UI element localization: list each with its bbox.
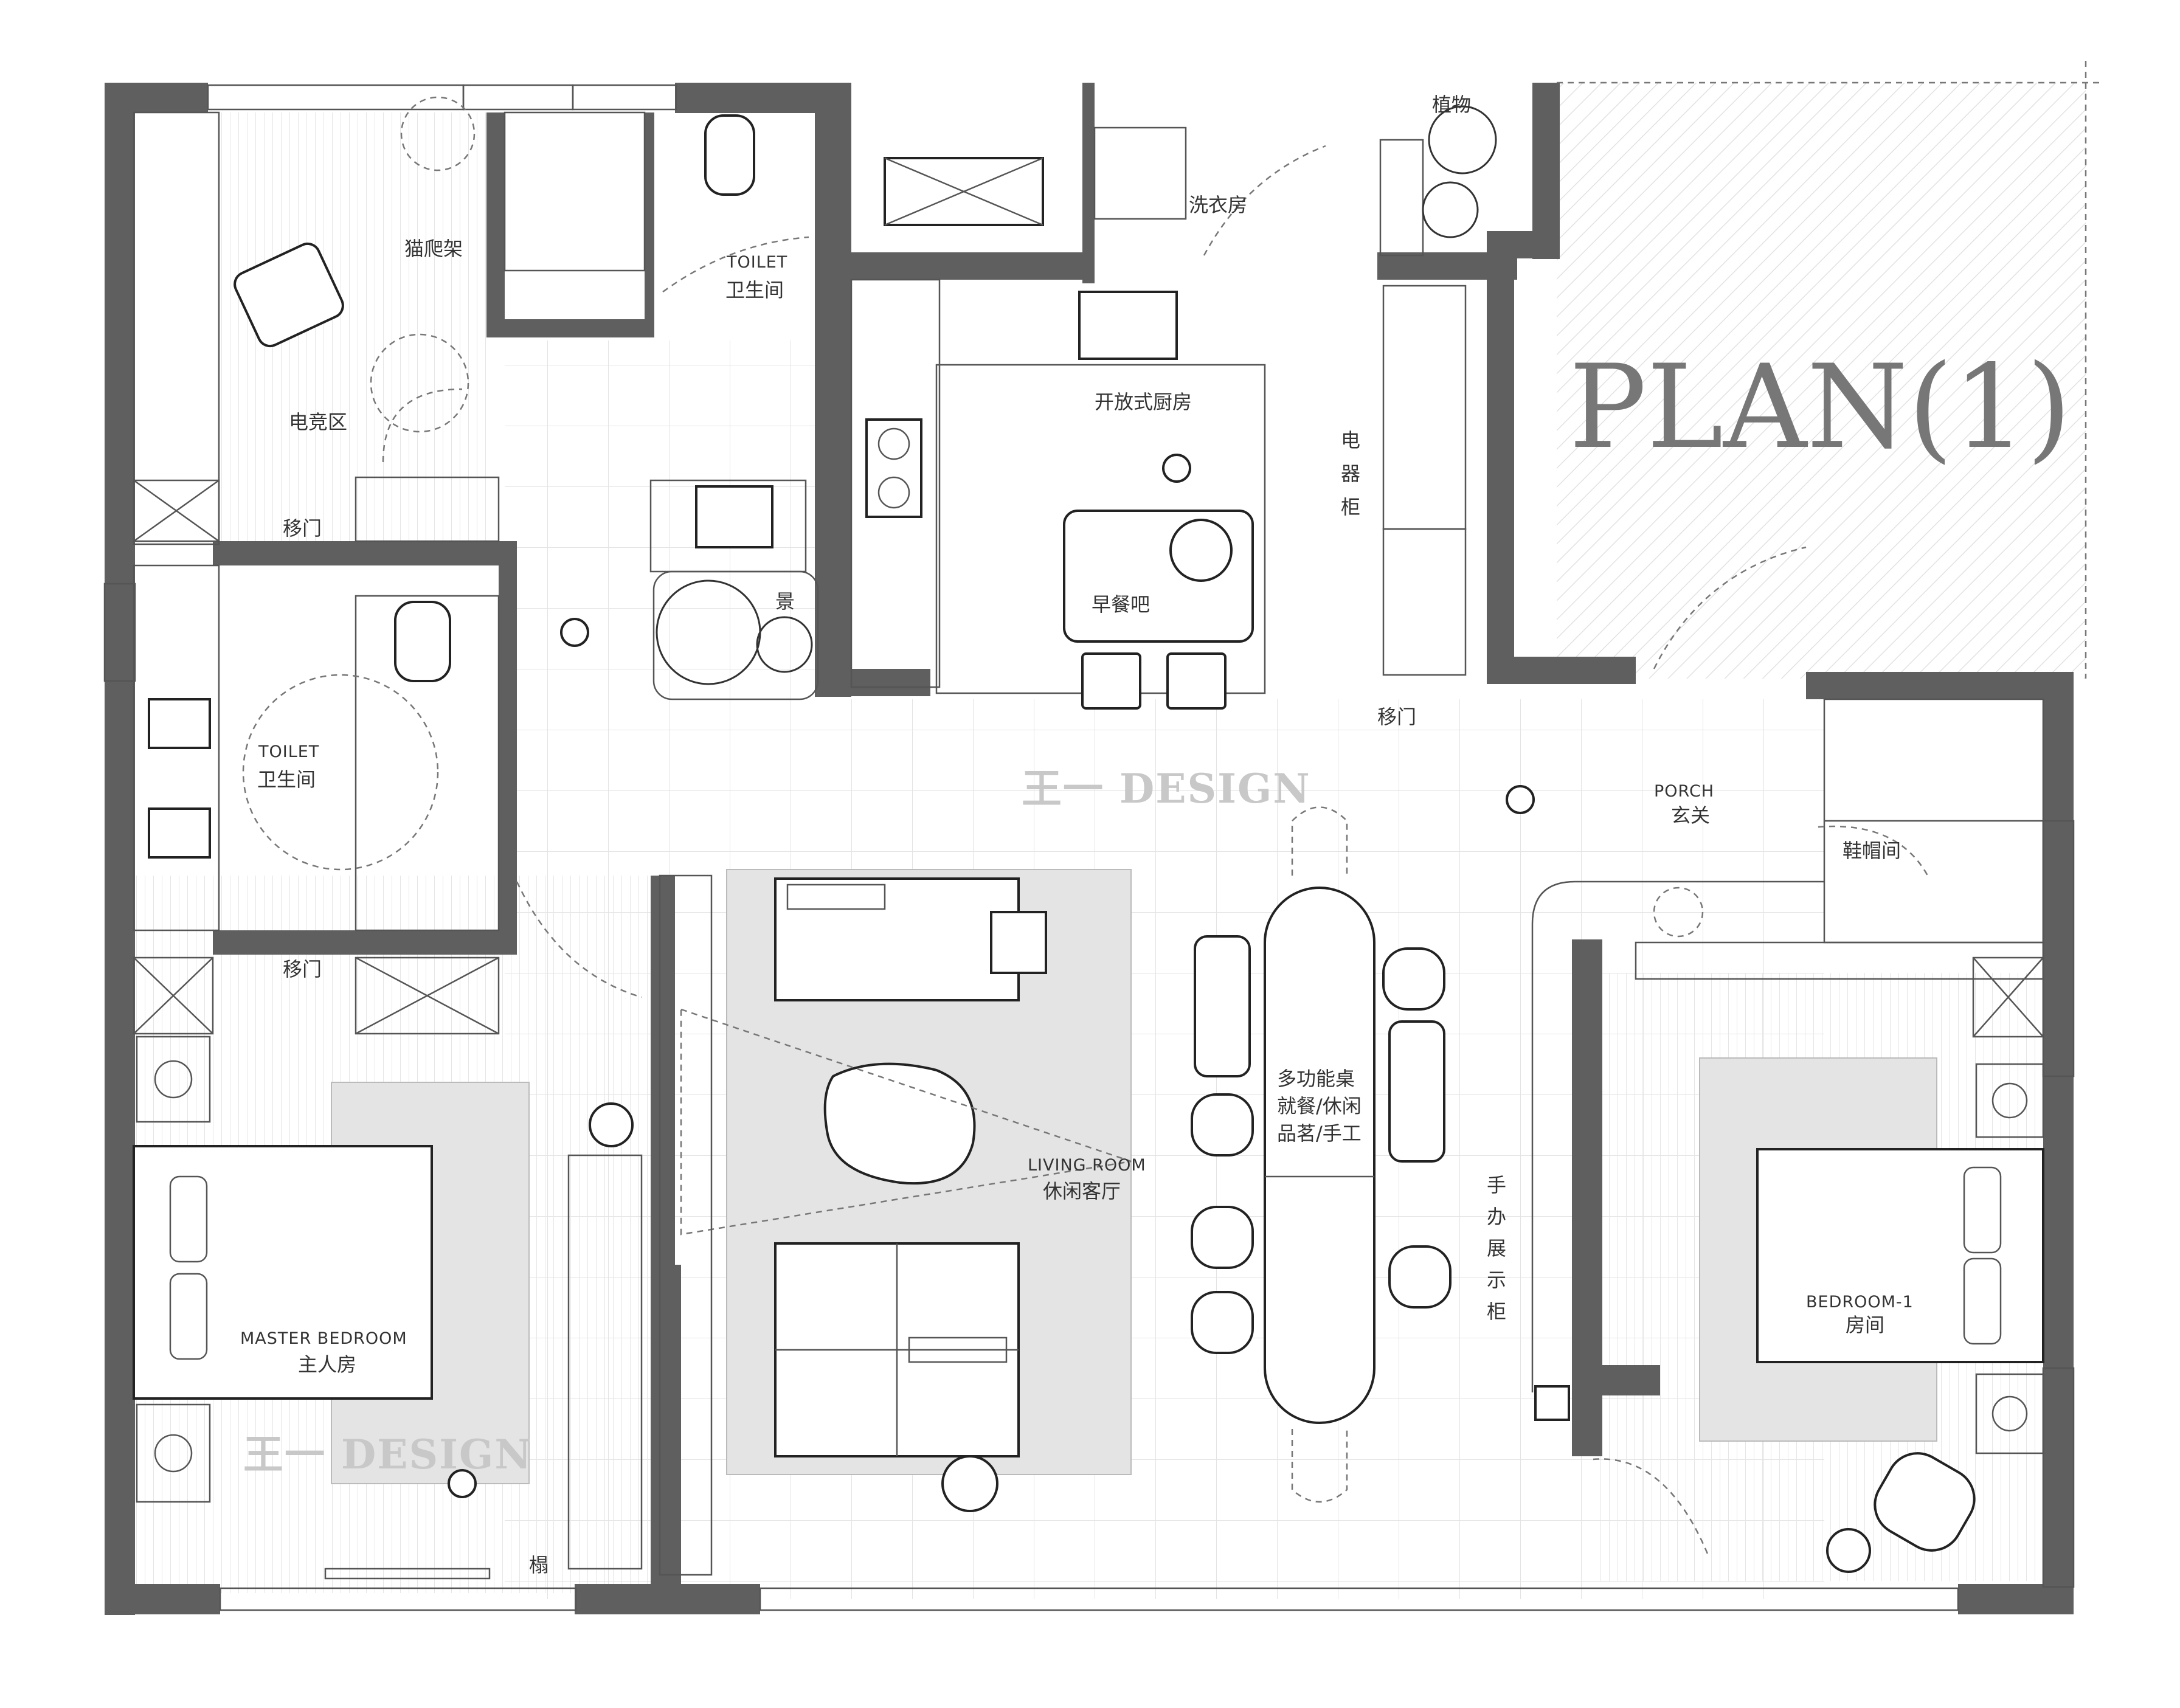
- label-sliding-door-2: 移门: [283, 958, 322, 981]
- label-shoe-room: 鞋帽间: [1843, 839, 1901, 862]
- label-multi-table-3: 品茗/手工: [1277, 1122, 1362, 1145]
- door-swings: [382, 145, 1929, 1557]
- top-toilet: [400, 96, 755, 272]
- kitchen: [850, 278, 1467, 710]
- label-kitchen: 开放式厨房: [1095, 390, 1192, 413]
- label-figure-cabinet-1: 手: [1487, 1174, 1506, 1197]
- corridor-landscape: [649, 479, 819, 700]
- label-porch-en: PORCH: [1654, 782, 1714, 801]
- master-bedroom: [133, 1036, 643, 1580]
- plants-top: [1422, 105, 1497, 238]
- label-sliding-door-1: 移门: [283, 517, 322, 540]
- label-master-cn: 主人房: [298, 1353, 356, 1376]
- label-master-en: MASTER BEDROOM: [240, 1329, 407, 1348]
- windows: [103, 84, 2075, 1611]
- label-multi-table-1: 多功能桌: [1277, 1067, 1355, 1090]
- label-toilet-top-cn: 卫生间: [725, 278, 784, 302]
- watermark-center: 王一 DESIGN: [1022, 765, 1311, 812]
- label-multi-table-2: 就餐/休闲: [1277, 1094, 1362, 1118]
- terrace-hatch: [1557, 83, 2086, 679]
- label-cat-tree: 猫爬架: [404, 237, 463, 260]
- label-figure-cabinet-5: 柜: [1487, 1300, 1506, 1323]
- label-appliance-cabinet-2: 器: [1341, 462, 1360, 485]
- label-figure-cabinet-3: 展: [1487, 1237, 1506, 1260]
- interior-partitions: [213, 83, 1517, 955]
- person-figures: [448, 454, 1535, 1498]
- label-landscape: 景: [775, 590, 795, 613]
- bedroom-1: [1699, 1057, 2044, 1573]
- label-appliance-cabinet-3: 柜: [1341, 496, 1360, 519]
- label-bedroom1-cn: 房间: [1846, 1313, 1884, 1336]
- label-bedroom1-en: BEDROOM-1: [1806, 1293, 1914, 1312]
- label-tatami: 榻: [529, 1554, 548, 1577]
- label-figure-cabinet-2: 办: [1487, 1205, 1506, 1228]
- laundry-room: [884, 126, 1424, 257]
- left-cabinets: [133, 476, 500, 1035]
- label-figure-cabinet-4: 示: [1487, 1268, 1506, 1291]
- display-cabinet-porch: [1531, 698, 2044, 1421]
- label-living-cn: 休闲客厅: [1043, 1180, 1121, 1203]
- label-plants: 植物: [1432, 93, 1471, 116]
- gaming-area: [133, 111, 469, 545]
- label-sliding-door-3: 移门: [1377, 705, 1416, 728]
- living-room: [659, 869, 1132, 1576]
- label-toilet-left-cn: 卫生间: [257, 768, 316, 791]
- label-laundry: 洗衣房: [1189, 193, 1247, 216]
- label-porch-cn: 玄关: [1671, 804, 1710, 827]
- label-appliance-cabinet-1: 电: [1341, 429, 1360, 452]
- label-toilet-left-en: TOILET: [258, 742, 319, 761]
- label-living-en: LIVING ROOM: [1028, 1156, 1146, 1175]
- plan-title: PLAN(1): [1569, 340, 2072, 474]
- label-toilet-top-en: TOILET: [726, 253, 787, 272]
- left-toilet: [133, 564, 500, 932]
- dining-area: [1191, 806, 1452, 1503]
- watermark-master: 王一 DESIGN: [243, 1431, 533, 1478]
- label-gaming: 电竞区: [289, 410, 347, 434]
- outer-walls: [105, 83, 2074, 1615]
- label-breakfast-bar: 早餐吧: [1092, 593, 1150, 616]
